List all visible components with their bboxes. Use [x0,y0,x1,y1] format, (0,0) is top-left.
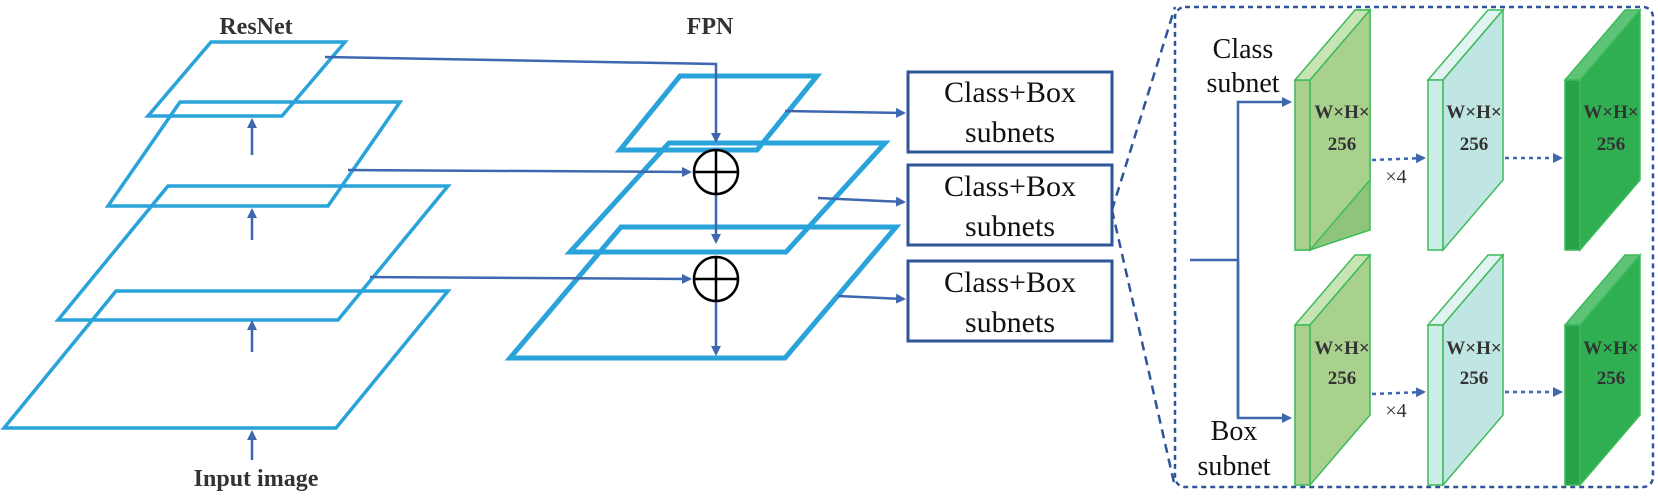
subnet-box-1-line2: subnets [965,116,1055,149]
subnet-box-1-line1: Class+Box [944,76,1076,109]
box-block-2 [1426,252,1505,488]
fpn-title: FPN [687,14,734,40]
lateral-top [324,55,721,143]
class-block-2-text-1: W×H× [1446,102,1501,123]
resnet-layer-4 [144,40,349,118]
class-block-1-face [1293,7,1372,253]
input-image-label: Input image [194,466,319,492]
subnet-box-2-line2: subnets [965,210,1055,243]
box-subnet-label-1: Box [1211,416,1258,447]
resnet-pyramid [0,40,452,430]
block-connectors [1371,153,1563,398]
lateral-middle [347,166,692,177]
class-subnet-label-2: subnet [1206,68,1279,99]
box-block-1-text-1: W×H× [1314,338,1369,359]
fpn-to-subnet-3 [837,293,906,304]
fpn-pyramid [504,73,902,361]
box-repeat-label: ×4 [1385,400,1406,422]
box-subnet-label-2: subnet [1197,451,1270,482]
sum-node-2 [692,255,740,303]
box-block-1 [1293,252,1372,488]
box-block-1-text-2: 256 [1328,368,1357,389]
box-block-3-text-2: 256 [1597,368,1626,389]
sum-node-1 [692,148,740,196]
class-connector-1 [1371,153,1426,164]
resnet-layer-2 [54,184,452,322]
subnet-box-3-line1: Class+Box [944,266,1076,299]
branch-connector [1190,97,1292,423]
fpn-layer-1 [504,224,902,361]
zoom-lines [1110,6,1177,488]
class-block-3 [1563,7,1642,253]
box-block-3-text-1: W×H× [1583,338,1638,359]
fpn-layer-2 [564,140,891,255]
class-block-1-text-1: W×H× [1314,102,1369,123]
class-block-2-text-2: 256 [1460,134,1489,155]
class-subnet-label-1: Class [1213,34,1274,65]
class-repeat-label: ×4 [1385,166,1406,188]
subnet-box-3-line2: subnets [965,306,1055,339]
resnet-layer-1 [0,289,452,430]
class-block-1-text-2: 256 [1328,134,1357,155]
box-block-2-text-2: 256 [1460,368,1489,389]
subnet-box-2: Class+Box subnets [906,163,1114,247]
box-block-3 [1563,252,1642,488]
box-connector-1 [1371,387,1426,398]
resnet-layer-3 [104,100,404,208]
class-block-3-text-1: W×H× [1583,102,1638,123]
subnet-box-1: Class+Box subnets [906,70,1114,154]
lateral-connections [324,55,721,284]
fpn-to-subnet-1 [784,107,906,118]
class-block-2 [1426,7,1505,253]
class-block-3-text-2: 256 [1597,134,1626,155]
subnet-box-3: Class+Box subnets [906,259,1114,343]
fpn-to-subnet-2 [817,196,906,207]
subnet-box-2-line1: Class+Box [944,170,1076,203]
box-block-2-text-1: W×H× [1446,338,1501,359]
lateral-bottom [369,273,692,284]
resnet-title: ResNet [219,14,292,40]
fpn-layer-3 [614,73,823,153]
detail-panel [1173,5,1655,489]
fpn-to-subnet-arrows [784,107,906,304]
